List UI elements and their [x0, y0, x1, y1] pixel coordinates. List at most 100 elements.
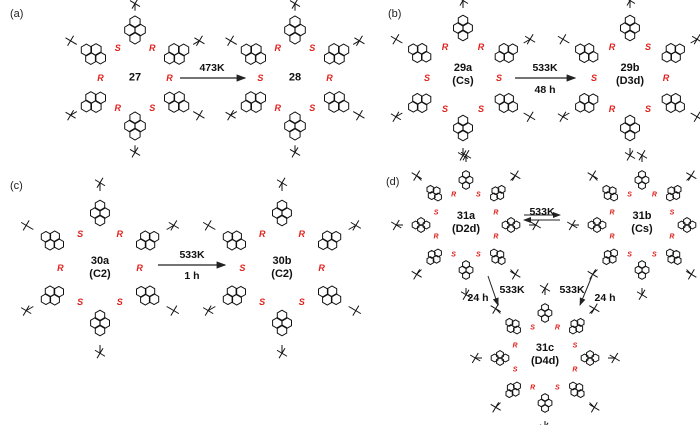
stereo-label: R: [433, 233, 439, 241]
stereo-label: S: [451, 251, 456, 259]
molecule-29a: [390, 0, 536, 161]
stereo-label: S: [77, 297, 84, 308]
arrow-d-right: [579, 275, 593, 306]
stereo-label: S: [512, 366, 518, 374]
stereo-label: R: [512, 342, 518, 350]
molecule-28: [225, 0, 365, 158]
stereo-label: S: [259, 297, 266, 308]
molecule-30b: [202, 177, 362, 359]
compound-29a: 29a(Cs): [452, 62, 473, 88]
stereo-label: R: [274, 43, 281, 54]
stereo-label: R: [572, 366, 578, 374]
stereo-label: S: [298, 297, 305, 308]
stereo-label: R: [326, 73, 333, 83]
symmetry-label: (Cs): [452, 75, 474, 87]
stereo-label: S: [590, 73, 598, 83]
time-c: 1 h: [184, 270, 200, 282]
molecule-30a: [20, 177, 180, 359]
stereo-label: S: [476, 191, 481, 199]
stereo-label: R: [298, 228, 306, 239]
stereo-label: S: [555, 384, 560, 392]
compound-31a: 31a(D2d): [452, 210, 480, 236]
stereo-label: R: [662, 73, 670, 83]
stereo-label: S: [530, 324, 535, 332]
stereo-label: R: [166, 73, 173, 83]
arrow-d-left: [487, 275, 499, 306]
stereo-label: R: [258, 228, 266, 239]
stereo-label: S: [669, 209, 675, 217]
symmetry-label: (C2): [89, 268, 111, 280]
stereo-label: S: [644, 41, 652, 52]
time-b: 48 h: [534, 84, 556, 96]
molecule-31a: [390, 149, 542, 301]
stereo-label: S: [627, 251, 632, 259]
compound-id: 30a: [90, 255, 110, 267]
compound-id: 31b: [632, 210, 652, 222]
stereo-label: S: [257, 73, 264, 83]
compound-27: 27: [128, 71, 142, 84]
stereo-label: S: [572, 342, 578, 350]
compound-30b: 30b(C2): [271, 255, 292, 281]
panel-label-b: (b): [388, 8, 402, 20]
stereo-label: R: [554, 324, 560, 332]
molecule-31c: [469, 282, 621, 425]
condition-d-right: 533K: [559, 284, 585, 296]
stereo-label: S: [477, 104, 485, 115]
stereo-label: R: [57, 263, 64, 273]
panel-label-c: (c): [10, 180, 23, 192]
symmetry-label: (D4d): [530, 355, 560, 367]
stereo-label: S: [309, 102, 316, 113]
symmetry-label: (D3d): [615, 75, 645, 87]
condition-a: 473K: [199, 62, 225, 74]
condition-c: 533K: [179, 249, 205, 261]
compound-31c: 31c(D4d): [531, 342, 559, 368]
molecule-31b: [566, 149, 697, 301]
stereo-label: R: [608, 104, 616, 115]
panel-label-d: (d): [386, 176, 400, 188]
compound-id: 31c: [535, 342, 555, 354]
panel-label-a: (a): [10, 8, 24, 20]
stereo-label: R: [530, 384, 536, 392]
stereo-label: S: [116, 297, 123, 308]
stereo-label: S: [627, 191, 632, 199]
stereo-label: S: [644, 104, 652, 115]
stereo-label: S: [114, 43, 121, 54]
stereo-label: R: [609, 233, 615, 241]
stereo-label: R: [493, 209, 499, 217]
stereo-label: S: [476, 251, 481, 259]
stereo-label: S: [423, 73, 431, 83]
stereo-label: R: [441, 41, 449, 52]
symmetry-label: (D2d): [451, 223, 481, 235]
condition-d-equilibrium: 533K: [529, 206, 555, 218]
stereo-label: S: [239, 263, 246, 273]
stereo-label: R: [451, 191, 457, 199]
stereo-label: S: [309, 43, 316, 54]
compound-id: 29b: [620, 62, 640, 74]
stereo-label: S: [441, 104, 449, 115]
stereo-label: S: [77, 228, 84, 239]
compound-29b: 29b(D3d): [616, 62, 644, 88]
stereo-label: R: [136, 263, 143, 273]
compound-id: 31a: [456, 210, 476, 222]
stereo-label: R: [477, 41, 485, 52]
stereo-label: R: [149, 43, 156, 54]
equilibrium-arrows-d: [523, 212, 561, 223]
stereo-label: S: [495, 73, 503, 83]
compound-id: 29a: [453, 62, 473, 74]
stereo-label: R: [318, 263, 325, 273]
compound-id: 30b: [272, 255, 292, 267]
molecule-27: [65, 0, 205, 158]
stereo-label: S: [149, 102, 156, 113]
stereo-label: R: [609, 209, 615, 217]
stereo-label: S: [652, 251, 657, 259]
symmetry-label: (C2): [271, 268, 293, 280]
stereo-label: R: [608, 41, 616, 52]
stereo-label: R: [651, 191, 657, 199]
stereo-label: R: [274, 102, 281, 113]
condition-b: 533K: [532, 62, 558, 74]
compound-31b: 31b(Cs): [631, 210, 652, 236]
stereo-label: R: [669, 233, 675, 241]
symmetry-label: (Cs): [631, 223, 653, 235]
